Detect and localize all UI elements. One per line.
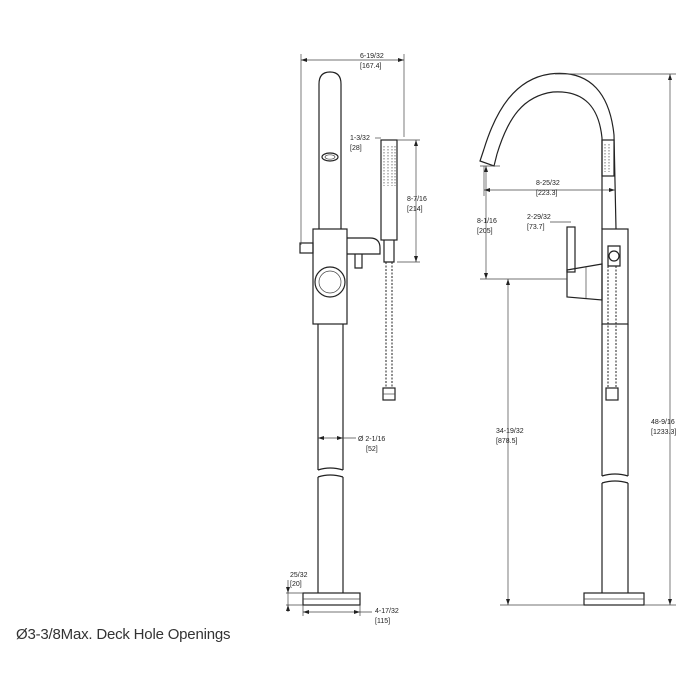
dim-handle-length: 2-29/32 [73.7]: [527, 214, 571, 231]
dim-handshower-dia-imperial: 1-3/32: [350, 135, 370, 142]
front-spout-inner: [496, 91, 603, 229]
dim-overall-width-metric: [167.4]: [360, 63, 381, 70]
dim-overall-height: 48-9/16 [1233.3]: [555, 73, 676, 606]
dim-overall-width-imperial: 6-19/32: [360, 53, 384, 60]
dim-spout-reach-imperial: 8-25/32: [536, 180, 560, 187]
front-spout-outer: [483, 72, 617, 230]
front-lower-pipe: [601, 324, 629, 476]
dim-overall-height-metric: [1233.3]: [651, 429, 676, 436]
front-valve-body: [601, 228, 629, 325]
side-hose: [385, 262, 393, 388]
front-hs-holder: [608, 250, 620, 262]
dim-body-dia-imperial: Ø 2-1/16: [358, 436, 385, 443]
dim-spout-outlet-height-metric: [878.5]: [496, 438, 517, 445]
side-handle: [314, 266, 346, 298]
front-view: 8-25/32 [223.3] 8-1/16 [205] 2-29/32 [73…: [477, 72, 676, 606]
side-aerator: [321, 152, 339, 162]
dim-body-dia-metric: [52]: [366, 446, 378, 453]
dim-spout-outlet-height-imperial: 34-19/32: [496, 428, 524, 435]
dim-handshower-length: 8-7/16 [214]: [397, 139, 427, 263]
side-handshower-spray-holes: [383, 146, 396, 186]
dim-spout-reach-metric: [223.3]: [536, 190, 557, 197]
dim-base-dia-imperial: 4-17/32: [375, 608, 399, 615]
caption-deck-hole: Ø3-3/8Max. Deck Hole Openings: [16, 626, 231, 643]
dim-handle-length-imperial: 2-29/32: [527, 214, 551, 221]
front-handshower: [601, 139, 615, 177]
side-knob: [299, 242, 314, 254]
dim-spout-height: 8-1/16 [205]: [477, 165, 567, 280]
dim-handshower-length-metric: [214]: [407, 206, 423, 213]
dim-spout-height-metric: [205]: [477, 228, 493, 235]
dim-handle-length-metric: [73.7]: [527, 224, 545, 231]
dim-base-height-imperial: 25/32: [290, 572, 308, 579]
dim-base-height-metric: [20]: [290, 581, 302, 588]
dim-handshower-dia-metric: [28]: [350, 145, 362, 152]
dim-spout-reach: 8-25/32 [223.3]: [483, 166, 615, 197]
dim-overall-width: 6-19/32 [167.4]: [300, 53, 405, 245]
dim-body-dia: Ø 2-1/16 [52]: [318, 436, 385, 453]
dim-base-dia: 4-17/32 [115]: [302, 605, 399, 625]
dim-handshower-length-imperial: 8-7/16: [407, 196, 427, 203]
dim-spout-height-imperial: 8-1/16: [477, 218, 497, 225]
side-handshower: [380, 139, 398, 241]
dim-base-dia-metric: [115]: [375, 618, 390, 625]
front-aerator: [479, 148, 498, 167]
dim-spout-outlet-height: 34-19/32 [878.5]: [496, 279, 584, 606]
dim-overall-height-imperial: 48-9/16: [651, 419, 675, 426]
side-lower-pipe: [317, 324, 344, 470]
dim-handshower-dia: 1-3/32 [28]: [350, 135, 381, 152]
front-hose: [607, 266, 617, 388]
front-handle: [566, 226, 603, 301]
side-hs-bracket: [347, 237, 381, 255]
side-spout-tube: [318, 71, 342, 229]
side-view: 6-19/32 [167.4] 1-3/32 [28] 8-7/16 [214]…: [286, 53, 427, 625]
side-valve-body: [312, 228, 348, 325]
dim-base-height: 25/32 [20]: [286, 572, 308, 612]
